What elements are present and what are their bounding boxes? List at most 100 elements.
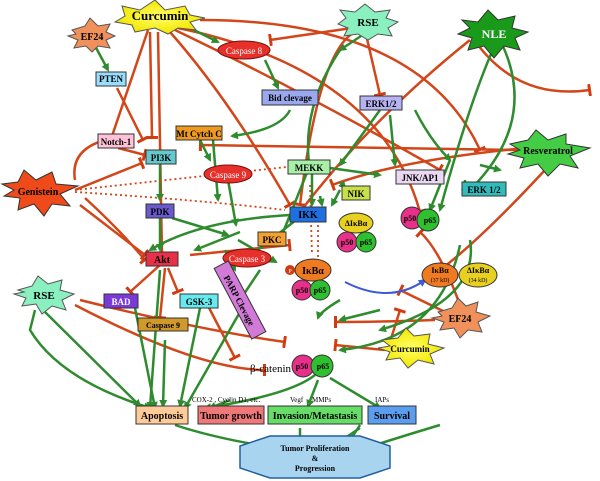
svg-text:ERK1/2: ERK1/2 [365,99,397,109]
rse-bottom-star: RSE [12,275,76,315]
invasion-box: Invasion/Metastasis [267,405,363,425]
svg-text:p50: p50 [404,214,416,223]
svg-text:Survival: Survival [374,411,410,422]
svg-text:Caspase 3: Caspase 3 [229,254,266,264]
erk12-node: ERK1/2 [359,95,403,111]
tumor-growth-box: Tumor growth [197,405,265,425]
pten-node: PTEN [95,71,127,87]
svg-text:IκBα: IκBα [431,266,449,275]
svg-text:Bid clevage: Bid clevage [268,93,312,103]
svg-text:Invasion/Metastasis: Invasion/Metastasis [273,411,358,422]
gsk3-node: GSK-3 [179,293,219,309]
resveratrol-label: Resveratrol [523,146,573,157]
bad-node: BAD [103,293,139,309]
svg-text:PDK: PDK [151,207,170,217]
rse-top-star: RSE [336,3,400,41]
caspase9-node: Caspase 9 [203,164,253,184]
svg-text:Tumor growth: Tumor growth [200,411,262,422]
erk12b-node: ERK 1/2 [461,181,507,197]
apoptosis-box: Apoptosis [135,405,189,425]
iaps-label: IAPs [375,396,389,404]
curcumin-bottom-label: Curcumin [390,344,429,354]
cox2-label: COX-2 , Cyclin D1, etc. [192,396,260,404]
svg-text:p65: p65 [360,238,372,247]
curcumin-bottom-star: Curcumin [377,327,446,369]
delta-ikba-34kd: ΔIκBα (34 kD) [458,262,498,288]
svg-text:Caspase 8: Caspase 8 [226,46,263,56]
svg-text:p65: p65 [314,286,326,295]
svg-text:PTEN: PTEN [99,74,124,84]
svg-text:Caspase 9: Caspase 9 [210,170,247,180]
activation-edges [28,20,516,454]
nle-star: NLE [456,9,530,59]
rse-top-label: RSE [357,17,378,29]
vegf-label: Vegf [290,396,304,404]
svg-text:&: & [312,454,319,463]
genistein-label: Genistein [18,187,59,198]
svg-text:BAD: BAD [111,297,131,307]
caspase8-node: Caspase 8 [217,40,271,60]
svg-text:p50: p50 [296,362,308,371]
svg-text:(34 kD): (34 kD) [469,277,488,284]
svg-text:GSK-3: GSK-3 [186,297,213,307]
curcumin-label: Curcumin [132,8,190,23]
nuclear-p50-p65: p50 p65 [291,354,334,378]
notch-node: Notch-1 [97,133,135,149]
bid-node: Bid clevage [261,89,319,106]
ef24-top-label: EF24 [81,32,104,43]
svg-text:p65: p65 [424,216,436,225]
svg-text:p50: p50 [296,286,308,295]
mtcytc-node: Mt Cytch C [175,125,223,141]
svg-text:IKK: IKK [298,210,318,221]
nle-label: NLE [482,27,507,41]
svg-text:p65: p65 [317,362,329,371]
svg-text:Akt: Akt [154,255,171,266]
svg-text:Progression: Progression [295,464,336,473]
svg-text:ΔIκBα: ΔIκBα [345,219,368,228]
ef24-bottom-star: EF24 [430,297,492,339]
svg-text:PKC: PKC [263,235,282,245]
ikba-processing-arrow [344,278,427,294]
pkc-node: PKC [257,231,287,247]
svg-text:MEKK: MEKK [295,163,324,173]
ikk-node: IKK [289,206,327,223]
svg-text:Apoptosis: Apoptosis [141,411,183,422]
active-p50-p65-top: p50 p65 [400,206,440,232]
survival-box: Survival [367,405,417,425]
svg-text:IκBα: IκBα [302,266,324,277]
svg-text:Tumor Proliferation: Tumor Proliferation [281,444,351,453]
nik-node: NIK [341,185,371,201]
akt-node: Akt [145,251,179,267]
rse-bottom-label: RSE [33,290,54,302]
ef24-top-star: EF24 [66,17,117,53]
svg-text:Mt Cytch C: Mt Cytch C [176,129,222,139]
svg-text:ΔIκBα: ΔIκBα [467,266,490,275]
mmps-label: MMPs [312,396,331,404]
delta-ikba-complex: ΔIκBα p50 p65 [336,212,377,253]
svg-text:ERK 1/2: ERK 1/2 [467,185,501,195]
svg-text:(37 kD): (37 kD) [431,277,450,284]
tumor-proliferation-hexagon: Tumor Proliferation & Progression [239,435,391,479]
mekk-node: MEKK [287,159,331,175]
ikba-p50-p65-complex: P IκBα p50 p65 [285,258,332,301]
pi3k-node: PI3K [145,149,177,165]
bcatenin-label: β-catenin [250,363,292,375]
pdk-node: PDK [145,203,175,219]
svg-text:JNK/AP1: JNK/AP1 [402,173,439,183]
curcumin-top-star: Curcumin [113,0,206,35]
jnk-node: JNK/AP1 [395,169,445,185]
svg-text:PI3K: PI3K [151,153,172,163]
svg-text:NIK: NIK [347,189,364,199]
ef24-bottom-label: EF24 [449,314,472,325]
svg-text:Notch-1: Notch-1 [101,137,132,147]
caspase9b-node: Caspase 9 [137,317,189,332]
svg-text:Caspase 9: Caspase 9 [146,321,180,330]
caspase3-node: Caspase 3 [222,248,272,268]
ikba-37kd: IκBα (37 kD) [421,262,459,288]
svg-text:P: P [288,269,292,275]
genistein-star: Genistein [0,169,80,217]
resveratrol-star: Resveratrol [506,129,592,177]
svg-text:p50: p50 [341,238,353,247]
